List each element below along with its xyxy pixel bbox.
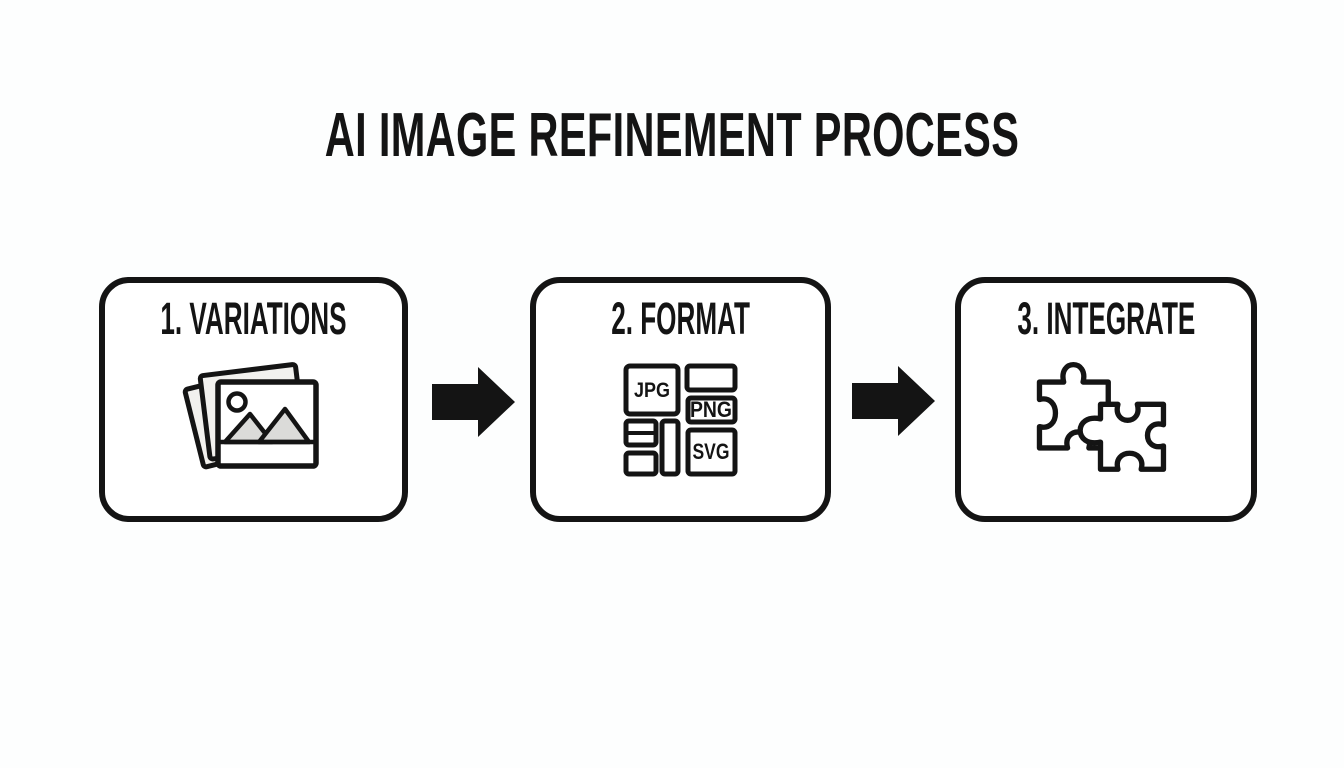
step-card-integrate: 3. INTEGRATE <box>955 277 1257 522</box>
step-card-format: 2. FORMAT JPG PNG SVG <box>530 277 831 522</box>
jpg-tile <box>623 363 680 417</box>
blank-tile <box>684 363 737 393</box>
arrow-shape <box>852 366 935 436</box>
png-label: PNG <box>690 397 732 422</box>
diagram-title: AI IMAGE REFINEMENT PROCESS <box>324 101 1020 170</box>
sun-shape <box>225 391 248 413</box>
small-square-tile <box>623 450 658 477</box>
right-arrow-icon <box>852 366 935 436</box>
step-3-label: 3. INTEGRATE <box>1017 293 1195 344</box>
step-2-label: 2. FORMAT <box>611 293 750 344</box>
puzzle-pieces-icon <box>1036 362 1166 472</box>
puzzle-piece-right <box>1077 401 1166 472</box>
format-tiles-icon: JPG PNG SVG <box>623 363 737 477</box>
png-tile <box>685 395 737 425</box>
arrow-shape <box>432 367 515 437</box>
step-1-label: 1. VARIATIONS <box>160 293 347 344</box>
svg-tile <box>685 427 737 477</box>
jpg-label: JPG <box>634 379 670 402</box>
step-card-variations: 1. VARIATIONS <box>99 277 408 522</box>
svg-label: SVG <box>692 439 729 464</box>
photo-stack-icon <box>182 362 319 470</box>
tall-tile <box>659 418 680 477</box>
right-arrow-icon <box>432 367 515 437</box>
